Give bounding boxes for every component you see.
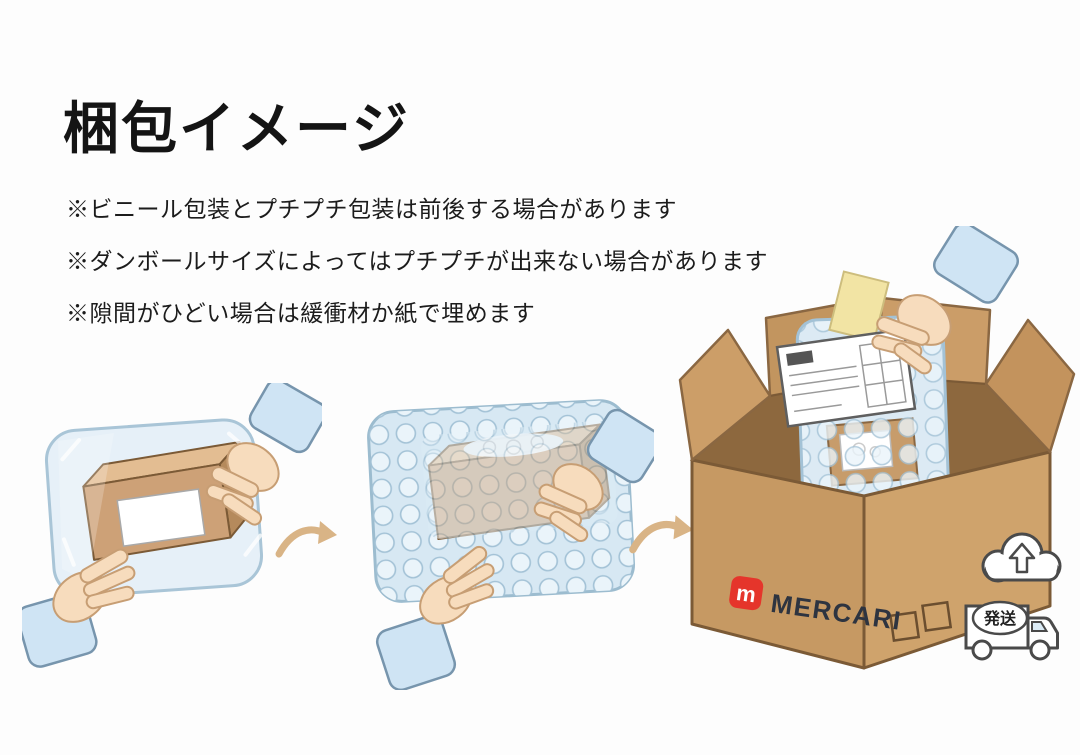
upload-arrow xyxy=(1008,542,1036,574)
box-front-left-face xyxy=(690,458,866,670)
side-flap-left xyxy=(678,328,772,462)
right-hand xyxy=(871,226,1019,375)
note-line: ※ダンボールサイズによってはプチプチが出来ない場合があります xyxy=(66,248,769,274)
side-flap-right xyxy=(984,318,1076,454)
truck-window xyxy=(1031,621,1049,632)
step-arrow-icon xyxy=(275,521,337,558)
left-hand xyxy=(375,545,495,690)
step-arrow-icon xyxy=(629,515,694,554)
shipping-truck-icon: 発送 xyxy=(964,600,1059,661)
right-hand xyxy=(533,408,654,543)
step2-bubble-wrap-illustration xyxy=(367,399,654,690)
shipping-badge-label: 発送 xyxy=(983,609,1017,628)
box-square-mark xyxy=(889,610,921,642)
cloud-upload-icon xyxy=(981,532,1062,583)
note-line: ※ビニール包装とプチプチ包装は前後する場合があります xyxy=(66,196,677,222)
step1-vinyl-wrap-illustration xyxy=(22,383,322,668)
truck-wheel xyxy=(1029,639,1051,661)
right-sleeve xyxy=(933,226,1019,304)
invoice-sheet xyxy=(775,327,917,428)
blank-label xyxy=(116,488,206,547)
box-square-mark xyxy=(921,600,953,632)
mercari-logo-mark xyxy=(729,576,764,611)
step3-box-packing-illustration: m MERCARI xyxy=(678,226,1076,670)
mercari-logo-letter: m xyxy=(735,580,758,607)
truck-wheel xyxy=(971,639,993,661)
yellow-slip xyxy=(828,270,890,343)
vinyl-highlight xyxy=(58,433,114,581)
right-sleeve xyxy=(248,383,322,454)
page-title: 梱包イメージ xyxy=(63,97,410,160)
left-hand xyxy=(22,548,136,668)
left-sleeve xyxy=(375,614,457,690)
right-hand xyxy=(205,383,322,526)
note-line: ※隙間がひどい場合は緩衝材か紙で埋めます xyxy=(66,300,536,326)
shipping-badge xyxy=(971,600,1029,636)
vinyl-sheen xyxy=(60,431,263,567)
notes-list: ※ビニール包装とプチプチ包装は前後する場合があります ※ダンボールサイズによって… xyxy=(66,196,768,352)
right-sleeve xyxy=(586,408,654,484)
